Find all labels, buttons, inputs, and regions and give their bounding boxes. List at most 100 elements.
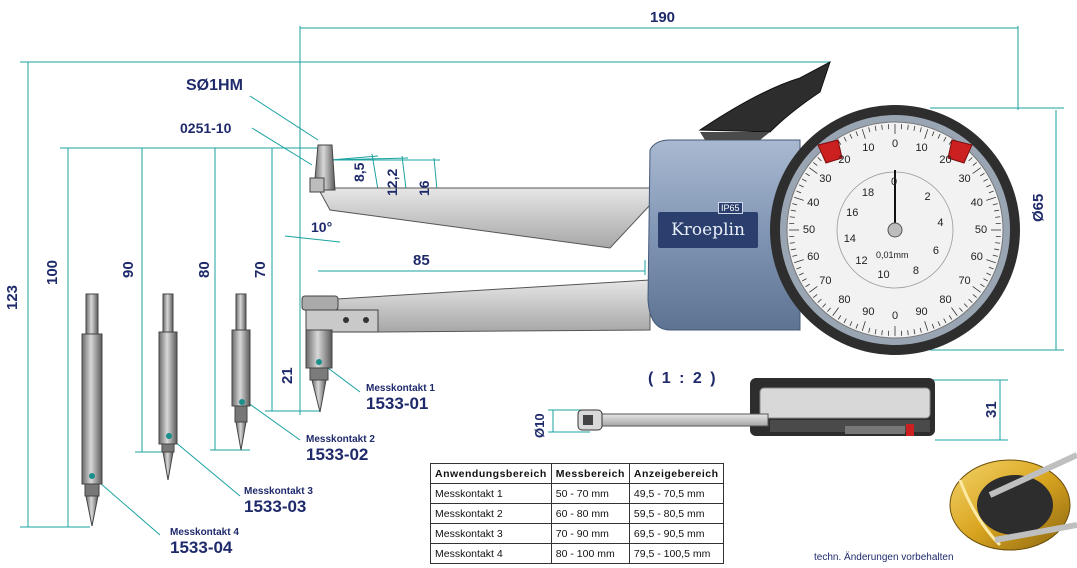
contact-label-3: Messkontakt 3 1533-03 — [244, 486, 313, 517]
dial-tick — [792, 203, 798, 206]
contact-2-part: 1533-02 — [306, 445, 369, 464]
dial-outer-numeral: 30 — [958, 173, 971, 186]
dial-outer-numeral: 10 — [862, 142, 875, 155]
dial-unit: 0,01mm — [876, 250, 909, 260]
dial-inner-numeral: 12 — [855, 255, 868, 268]
table-header: Anwendungsbereich — [430, 463, 552, 484]
dial-tick — [843, 136, 847, 142]
dimension-lines — [20, 26, 1064, 536]
dial-outer-numeral: 10 — [915, 142, 928, 155]
dial-outer-numeral: 30 — [819, 173, 832, 186]
dim-dial-diameter: Ø65 — [1030, 193, 1047, 222]
dial-tick — [868, 327, 871, 333]
dial-tick — [972, 286, 981, 293]
dial-tick — [931, 131, 935, 137]
contact-label-2: Messkontakt 2 1533-02 — [306, 434, 375, 465]
dim-tip-16: 16 — [416, 180, 432, 196]
dial-inner-numeral: 6 — [932, 244, 940, 257]
dial-tick — [861, 129, 866, 139]
dial-tick — [801, 278, 807, 282]
dial-outer-numeral: 80 — [838, 293, 851, 306]
dial-tick — [968, 157, 973, 162]
dial-tick — [792, 254, 798, 257]
ip-rating-badge: IP65 — [718, 202, 743, 214]
dim-arm-length: 85 — [413, 252, 430, 269]
dial-tick — [817, 298, 822, 303]
disclaimer-note: techn. Änderungen vorbehalten — [814, 552, 954, 563]
dial-tick — [983, 178, 989, 182]
table-cell: 49,5 - 70,5 mm — [628, 483, 724, 504]
dial-tick — [959, 307, 963, 312]
dial-outer-numeral: 90 — [862, 305, 875, 318]
dial-inner-numeral: 4 — [937, 216, 944, 229]
table-cell: 70 - 90 mm — [550, 523, 630, 544]
dial-inner-numeral: 10 — [877, 268, 890, 281]
upper-contact-holder — [309, 177, 325, 193]
table-row: Messkontakt 2 60 - 80 mm 59,5 - 80,5 mm — [430, 503, 724, 524]
dial-tick — [995, 216, 1001, 218]
dial-tick — [986, 272, 992, 276]
dial-outer-numeral: 70 — [819, 274, 832, 287]
dial-tick — [948, 315, 953, 320]
dim-contact-height: 21 — [279, 367, 296, 384]
dial-tick — [943, 136, 947, 142]
dial-outer-numeral: 80 — [939, 293, 952, 306]
dial-tick — [951, 307, 958, 316]
table-cell: 80 - 100 mm — [550, 543, 630, 564]
dial-tick — [913, 329, 916, 335]
dial-tick — [837, 315, 842, 320]
dial-tick — [968, 298, 973, 303]
scale-label: ( 1 : 2 ) — [648, 370, 718, 387]
dim-shaft-dia: Ø10 — [532, 413, 547, 438]
dial-tick — [995, 242, 1001, 244]
dial-tick — [796, 190, 802, 194]
dial-outer-numeral: 60 — [807, 250, 820, 263]
callout-tip-part: 0251-10 — [180, 120, 232, 136]
dial-tick — [972, 162, 977, 166]
contact-2-name: Messkontakt 2 — [306, 434, 375, 445]
dial-tick — [972, 294, 977, 298]
limit-marker-left — [817, 139, 843, 164]
dial-tick — [798, 184, 804, 188]
dial-tick — [988, 266, 994, 270]
dial-tick — [980, 172, 985, 177]
dial-tick — [919, 127, 922, 133]
dial-tick — [986, 196, 996, 201]
table-header: Anzeigebereich — [628, 463, 724, 484]
table-cell: 79,5 - 100,5 mm — [628, 543, 724, 564]
dial-outer-numeral: 0 — [891, 138, 899, 150]
contact-1-name: Messkontakt 1 — [366, 383, 435, 394]
dial-tick — [861, 321, 866, 331]
dial-outer-numeral: 40 — [807, 197, 820, 210]
dial-tick — [794, 259, 804, 264]
dial-outer-numeral: 20 — [939, 154, 952, 167]
callout-tip-type: SØ1HM — [186, 77, 243, 94]
table-cell: 59,5 - 80,5 mm — [628, 503, 724, 524]
dim-probe-100: 100 — [44, 259, 61, 285]
dial-tick — [868, 127, 871, 133]
dim-angle: 10° — [311, 219, 333, 235]
dial-tick — [963, 303, 968, 308]
dial-inner-top: 0 — [891, 176, 898, 188]
dial-tick — [881, 330, 883, 336]
dial-tick — [943, 318, 947, 324]
dial-outer-numeral: 70 — [958, 274, 971, 287]
dial-tick — [986, 184, 992, 188]
application-ring — [949, 452, 1077, 551]
dial-tick — [805, 172, 810, 177]
table-cell: 50 - 70 mm — [550, 483, 630, 504]
dial-outer-numeral: 50 — [802, 224, 816, 236]
dial-outer-numeral: 20 — [838, 154, 851, 167]
dim-tip-12-2: 12,2 — [384, 168, 400, 196]
probe-1533-03 — [158, 293, 178, 481]
limit-marker-right — [947, 139, 973, 164]
contact-label-1: Messkontakt 1 1533-01 — [366, 383, 435, 414]
dial-tick — [827, 307, 831, 312]
dial-tick — [924, 129, 929, 139]
dial-tick — [813, 294, 818, 298]
dial-tick — [986, 259, 996, 264]
dial-inner-numeral: 16 — [846, 207, 859, 220]
dial-outer-numeral: 50 — [974, 224, 988, 236]
dial-tick — [983, 278, 989, 282]
table-header-row: Anwendungsbereich Messbereich Anzeigeber… — [430, 463, 724, 484]
